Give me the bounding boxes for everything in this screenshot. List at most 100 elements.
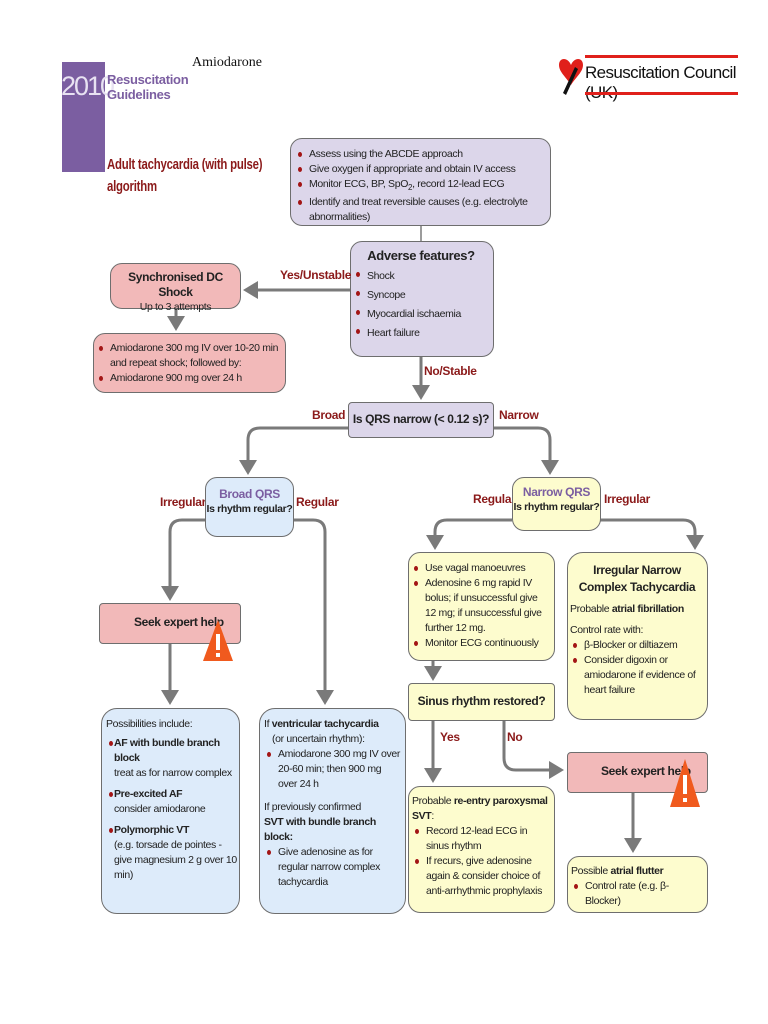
monitor-text-rest: , record 12-lead ECG [412, 178, 505, 190]
ventricular-tachycardia-box: If ventricular tachycardia (or uncertain… [259, 708, 406, 914]
label-narrow: Narrow [499, 408, 539, 422]
seek-help-label: Seek expert help [601, 764, 691, 778]
flutter-heading: Possible atrial flutter [571, 864, 704, 879]
flutter-item: Control rate (e.g. β-Blocker) [571, 879, 704, 909]
adverse-item: Myocardial ischaemia [353, 305, 489, 324]
irregular-item: β-Blocker or diltiazem [570, 638, 704, 653]
sinus-rhythm-box: Sinus rhythm restored? [408, 683, 555, 721]
label-no: No [507, 730, 523, 744]
warning-icon [670, 759, 700, 807]
vt-svt: SVT with bundle branch block: [264, 816, 376, 843]
label-regular-broad: Regular [296, 495, 339, 509]
possibility-item: Pre-excited AF consider amiodarone [106, 787, 237, 817]
dc-shock-box: Synchronised DC Shock Up to 3 attempts [110, 263, 241, 313]
arrow-broad [239, 426, 348, 475]
year: 2010 [61, 71, 115, 101]
arrow-broad-irregular [161, 518, 205, 601]
narrow-qrs-question: Is rhythm regular? [513, 501, 600, 513]
amiodarone-box: Amiodarone 300 mg IV over 10-20 min and … [93, 333, 286, 393]
adverse-title: Adverse features? [367, 248, 475, 263]
arrow-narrow [494, 426, 559, 475]
adverse-item: Shock [353, 267, 489, 286]
broad-qrs-title: Broad QRS [219, 487, 280, 501]
possibility-name: Pre-excited AF [114, 788, 183, 800]
reentry-bold: re-entry paroxysmal SVT [412, 795, 548, 822]
vt-heading: If ventricular tachycardia [264, 717, 402, 732]
possibilities-box: Possibilities include: AF with bundle br… [101, 708, 240, 914]
possible-text: Possible [571, 865, 611, 877]
seek-help-label: Seek expert help [134, 615, 224, 629]
subscript: 2 [408, 183, 413, 193]
possibility-note: treat as for narrow complex [114, 767, 232, 779]
assess-item: Identify and treat reversible causes (e.… [295, 195, 546, 225]
title-line2: algorithm [107, 178, 157, 195]
vt-item: Give adenosine as for regular narrow com… [264, 845, 402, 890]
label-yes: Yes [440, 730, 460, 744]
possibility-note: consider amiodarone [114, 803, 206, 815]
possibility-note: (e.g. torsade de pointes - give magnesiu… [114, 839, 237, 881]
probable-text: Probable [570, 603, 612, 615]
amio-item: Amiodarone 900 mg over 24 h [96, 371, 281, 386]
possibilities-intro: Possibilities include: [106, 718, 193, 730]
reentry-svt-box: Probable re-entry paroxysmal SVT: Record… [408, 786, 555, 913]
narrow-qrs-box: Narrow QRS Is rhythm regular? [512, 477, 601, 531]
vagal-item: Adenosine 6 mg rapid IV bolus; if unsucc… [411, 576, 551, 636]
doc-label: Amiodarone [192, 55, 262, 70]
heart-logo-icon [559, 59, 583, 95]
monitor-text: Monitor ECG, BP, SpO [309, 178, 409, 190]
label-irregular-broad: Irregular [160, 495, 206, 509]
adverse-item: Heart failure [353, 324, 489, 343]
possibility-item: AF with bundle branch block treat as for … [106, 736, 237, 781]
logo-line-top [585, 55, 738, 58]
year-block [62, 62, 105, 172]
narrow-qrs-title: Narrow QRS [522, 485, 591, 499]
possibility-item: Polymorphic VT (e.g. torsade de pointes -… [106, 823, 237, 883]
atrial-flutter-box: Possible atrial flutter Control rate (e.… [567, 856, 708, 913]
guidelines-label: Resuscitation Guidelines [107, 72, 189, 102]
dc-shock-subtitle: Up to 3 attempts [139, 301, 212, 313]
label-broad: Broad [312, 408, 346, 422]
colon: : [431, 810, 434, 822]
arrow-broad-regular [293, 518, 334, 705]
qrs-narrow-box: Is QRS narrow (< 0.12 s)? [348, 402, 494, 438]
logo-line-bottom [585, 92, 738, 95]
vt-bold: ventricular tachycardia [271, 718, 379, 730]
possibility-name: AF with bundle branch block [114, 737, 220, 764]
reentry-heading: Probable re-entry paroxysmal SVT: [412, 794, 551, 824]
assess-item: Give oxygen if appropriate and obtain IV… [295, 162, 546, 177]
broad-qrs-box: Broad QRS Is rhythm regular? [205, 477, 294, 537]
arrow-narrow-irregular [600, 518, 704, 550]
irregular-probable: Probable atrial fibrillation [570, 602, 704, 617]
guidelines-line2: Guidelines [107, 87, 171, 102]
label-regular-narrow: Regular [473, 492, 516, 506]
guidelines-line1: Resuscitation [107, 72, 189, 87]
vagal-item: Monitor ECG continuously [411, 636, 551, 651]
vt-if: If [264, 718, 272, 730]
irregular-narrow-title: Irregular Narrow Complex Tachycardia [578, 563, 696, 594]
control-rate: Control rate with: [570, 624, 644, 636]
possibility-name: Polymorphic VT [114, 824, 190, 836]
label-yes-unstable: Yes/Unstable [280, 268, 352, 282]
irregular-item: Consider digoxin or amiodarone if eviden… [570, 653, 704, 698]
broad-qrs-question: Is rhythm regular? [206, 503, 293, 515]
label-irregular-narrow: Irregular [604, 492, 650, 506]
arrow-no [502, 720, 564, 779]
qrs-question: Is QRS narrow (< 0.12 s)? [352, 412, 490, 426]
amio-item: Amiodarone 300 mg IV over 10-20 min and … [96, 341, 281, 371]
dc-shock-title: Synchronised DC Shock [128, 270, 223, 299]
adverse-features-box: Adverse features? Shock Syncope Myocardi… [350, 241, 494, 357]
irregular-narrow-box: Irregular Narrow Complex Tachycardia Pro… [567, 552, 708, 720]
reentry-item: Record 12-lead ECG in sinus rhythm [412, 824, 551, 854]
warning-icon [203, 620, 233, 661]
label-no-stable: No/Stable [424, 364, 477, 378]
probable-text: Probable [412, 795, 454, 807]
vt-prev: If previously confirmed [264, 801, 361, 813]
title-line1: Adult tachycardia (with pulse) [107, 156, 263, 173]
sinus-question: Sinus rhythm restored? [417, 694, 546, 708]
vagal-item: Use vagal manoeuvres [411, 561, 551, 576]
reentry-item: If recurs, give adenosine again & consid… [412, 854, 551, 899]
page-title: Adult tachycardia (with pulse) algorithm [107, 154, 285, 198]
vt-item: Amiodarone 300 mg IV over 20-60 min; the… [264, 747, 402, 792]
assess-item: Assess using the ABCDE approach [295, 147, 546, 162]
